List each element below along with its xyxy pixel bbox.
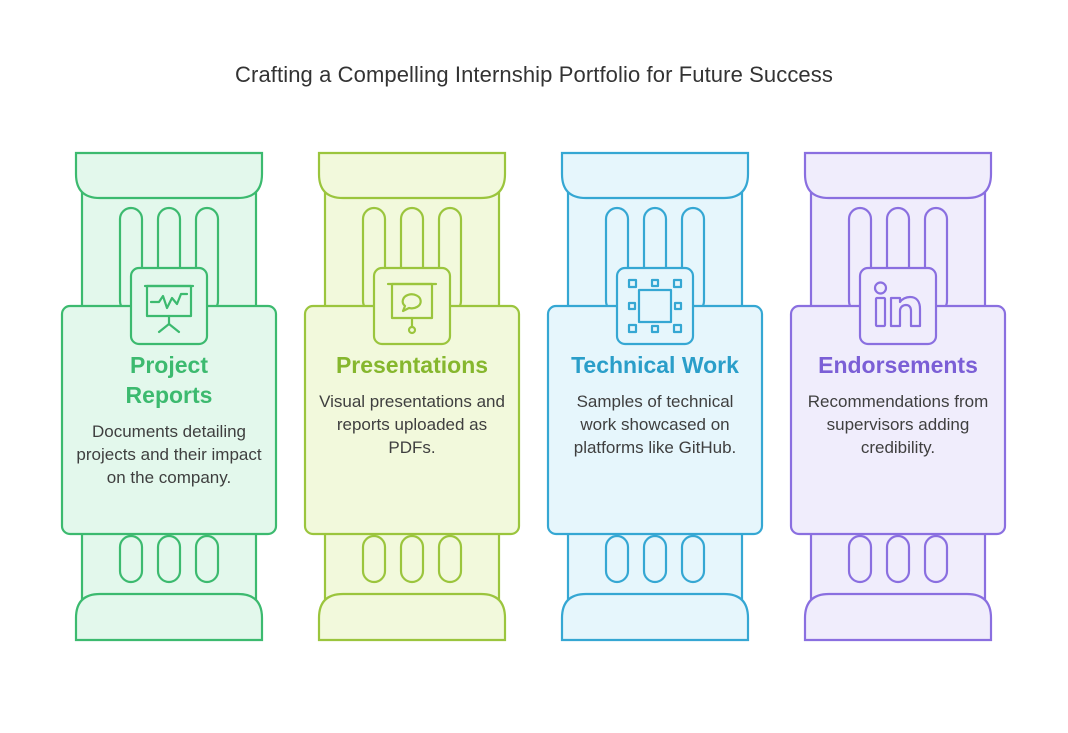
pillar-project-reports: Project Reports Documents detailing proj… [60,150,278,644]
page-title: Crafting a Compelling Internship Portfol… [235,62,833,87]
pillar-presentations: Presentations Visual presentations and r… [303,150,521,644]
pillar-endorsements: Endorsements Recommendations from superv… [789,150,1007,644]
pillar-description: Recommendations from supervisors adding … [807,392,989,457]
pillar-flute [361,534,387,584]
pillar-flute [885,534,911,584]
linkedin-icon [858,266,938,346]
pillar-flute [399,534,425,584]
pillar-flute [118,534,144,584]
pillar-flute [680,534,706,584]
pillar-heading: Project Reports [125,352,213,408]
pillar-base [317,592,507,642]
pillar-flute [194,534,220,584]
pillar-flute [604,534,630,584]
pillar-capital [74,151,264,200]
projector-screen-chat-icon [372,266,452,346]
pillar-capital [317,151,507,200]
pillar-shape [789,151,1007,642]
pillar-flute [437,534,463,584]
pillar-heading: Presentations [335,352,489,378]
pillar-description: Samples of technical work showcased on p… [573,392,737,457]
pillar-flute [642,534,668,584]
pillar-base [803,592,993,642]
pillar-flute [847,534,873,584]
pillar-technical-work: Technical Work Samples of technical work… [546,150,764,644]
pillar-base [560,592,750,642]
pillar-capital [803,151,993,200]
pillar-description: Visual presentations and reports uploade… [319,392,505,457]
pillar-flute [156,534,182,584]
pillar-shape [60,151,278,642]
pillar-capital [560,151,750,200]
presentation-chart-icon [129,266,209,346]
pillar-heading: Technical Work [571,352,739,378]
frame-grid-icon [615,266,695,346]
pillar-description: Documents detailing projects and their i… [76,422,262,487]
pillar-base [74,592,264,642]
pillar-heading: Endorsements [818,352,978,378]
pillar-flute [923,534,949,584]
pillar-shape [546,151,764,642]
